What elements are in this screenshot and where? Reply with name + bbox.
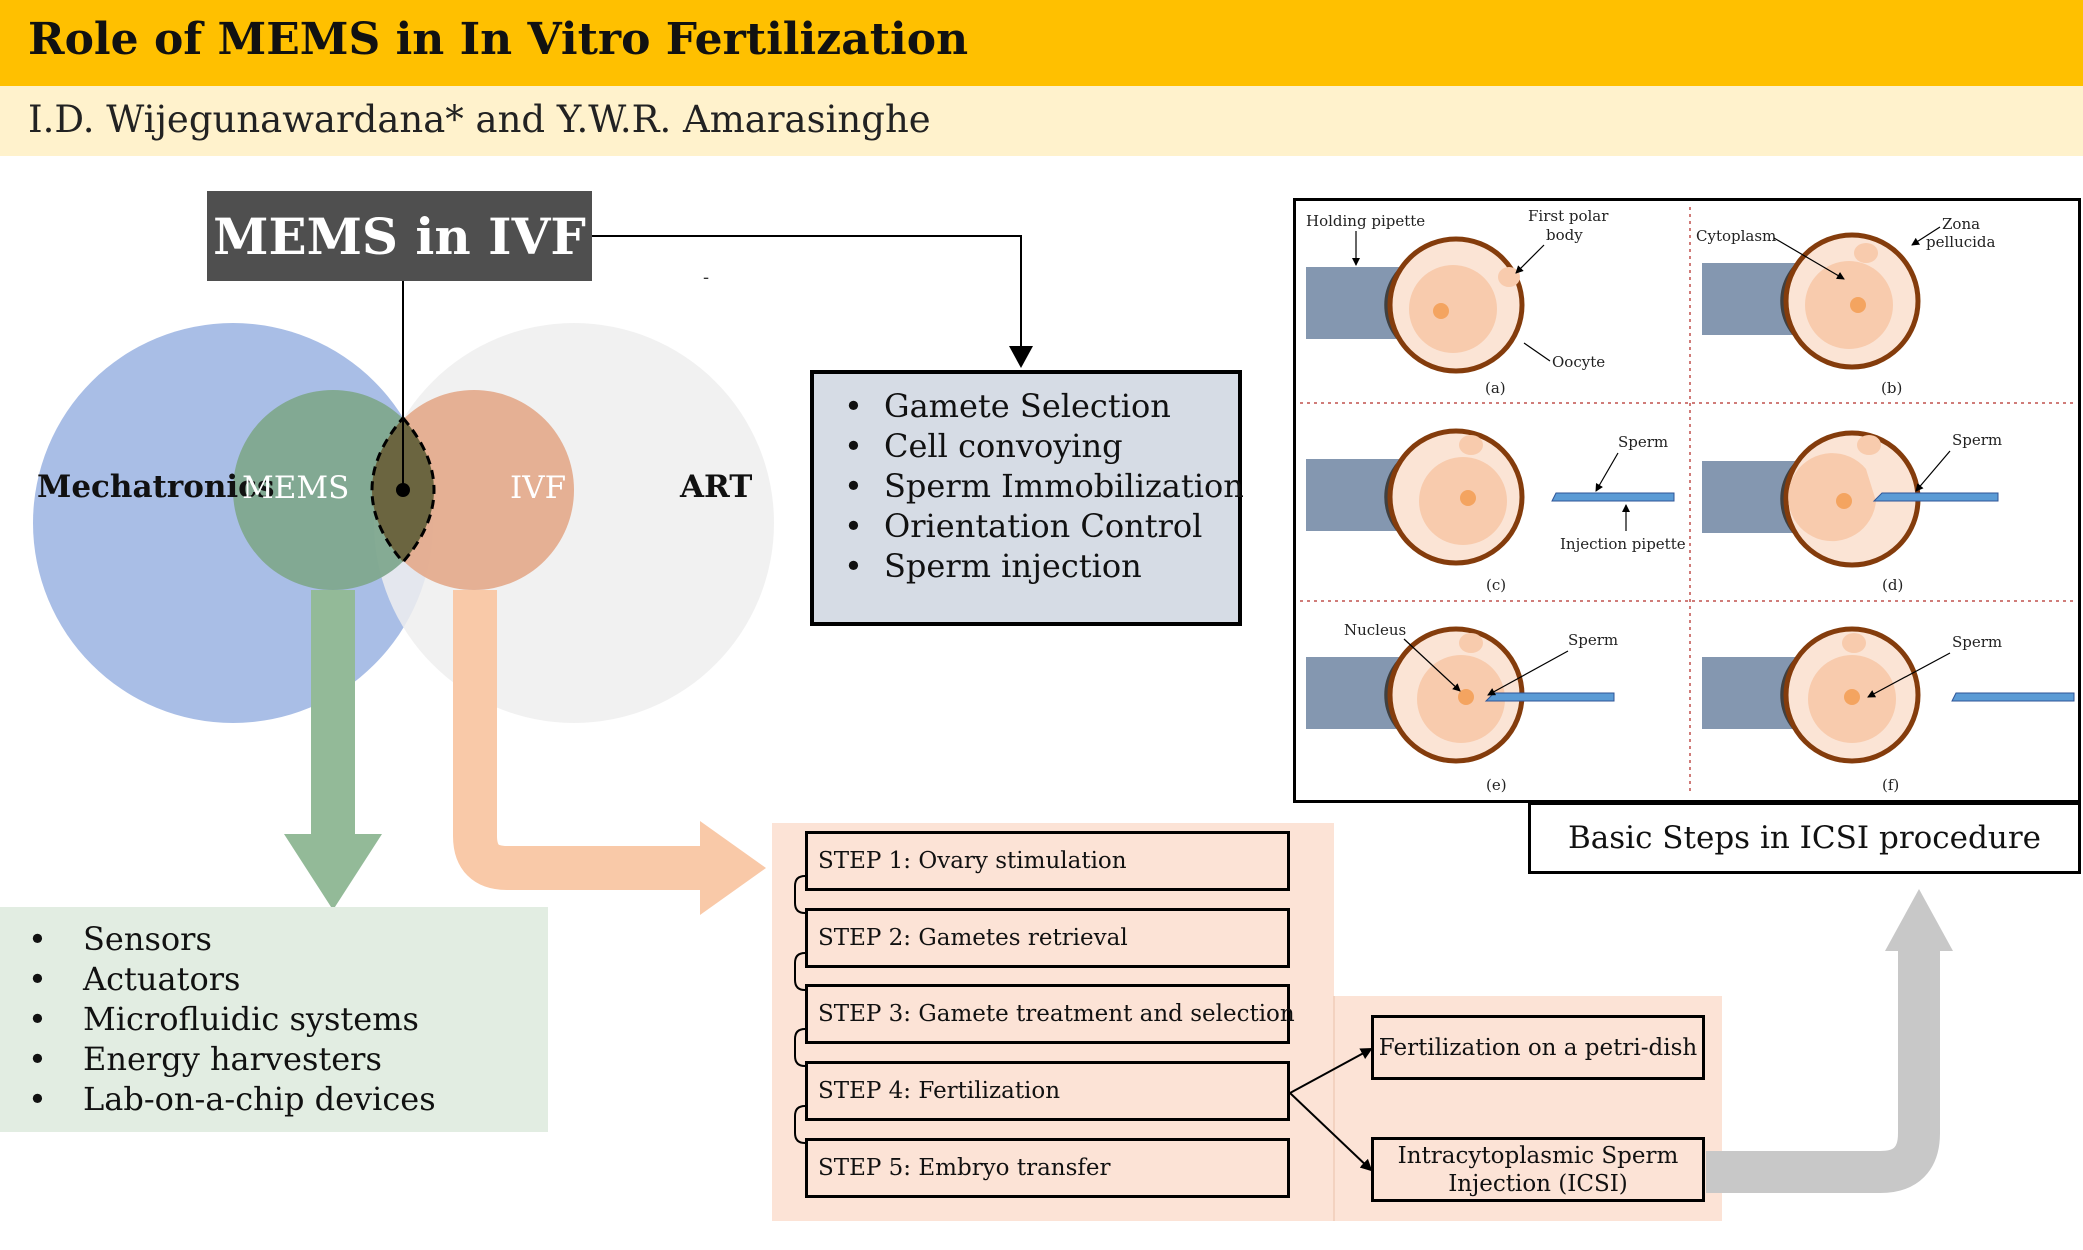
ivf-label: IVF [510, 470, 567, 506]
panel-label-d: (d) [1882, 576, 1903, 594]
panel-label-b: (b) [1881, 379, 1902, 397]
orange-curved-arrow [453, 590, 705, 890]
annotation-sperm-e: Sperm [1568, 631, 1618, 649]
title-bar: Role of MEMS in In Vitro Fertilization [0, 0, 2083, 86]
mems-roles-list: Gamete Selection Cell convoying Sperm Im… [814, 386, 1244, 586]
panel-label-e: (e) [1486, 776, 1507, 794]
list-item: Actuators [0, 959, 548, 999]
orange-arrow-head [700, 821, 766, 915]
icsi-panel-c [1306, 428, 1675, 566]
annotation-zona-pellucida: pellucida [1926, 233, 1996, 251]
annotation-cytoplasm: Cytoplasm [1696, 227, 1776, 245]
ivf-step-3: STEP 3: Gamete treatment and selection [805, 984, 1295, 1044]
icsi-panel-d [1702, 430, 1999, 568]
annotation-holding-pipette: Holding pipette [1306, 212, 1425, 230]
annotation-nucleus: Nucleus [1344, 621, 1406, 639]
mems-circle [233, 390, 433, 590]
petri-dish-box: Fertilization on a petri-dish [1371, 1015, 1705, 1080]
mems-in-ivf-badge: MEMS in IVF [207, 191, 592, 281]
icsi-panel-f [1702, 626, 2075, 764]
list-item: Sperm injection [814, 546, 1238, 586]
green-arrow-head [284, 834, 382, 910]
badge-to-roles-arrowhead [1009, 346, 1033, 368]
icsi-arrow [1289, 1092, 1373, 1172]
ivf-circle [374, 390, 574, 590]
annotation-zona: Zona [1942, 215, 1980, 233]
list-item: Lab-on-a-chip devices [0, 1079, 548, 1119]
badge-to-roles-connector [592, 235, 1022, 356]
step-connectors [794, 875, 806, 1144]
icsi-panel-a [1306, 236, 1525, 374]
list-item: Microfluidic systems [0, 999, 548, 1039]
icsi-figure: Holding pipette First polar body Oocyte … [1293, 198, 2081, 803]
annotation-injection-pipette: Injection pipette [1560, 535, 1686, 553]
ivf-step-2: STEP 2: Gametes retrieval [805, 908, 1290, 968]
grey-curved-arrow [1706, 946, 1940, 1193]
list-item: Orientation Control [814, 506, 1238, 546]
icsi-panel-e [1306, 626, 1615, 764]
author-bar: I.D. Wijegunawardana* and Y.W.R. Amarasi… [0, 86, 2083, 156]
petri-arrow [1289, 1048, 1373, 1094]
ivf-step-1: STEP 1: Ovary stimulation [805, 831, 1290, 891]
icsi-panel-b [1702, 232, 1921, 370]
annotation-sperm-f: Sperm [1952, 633, 2002, 651]
list-item: Gamete Selection [814, 386, 1238, 426]
panel-label-f: (f) [1882, 776, 1899, 794]
page-title: Role of MEMS in In Vitro Fertilization [28, 14, 969, 65]
list-item: Cell convoying [814, 426, 1238, 466]
art-label: ART [680, 469, 753, 505]
green-arrow-shaft [311, 590, 355, 842]
ivf-step-5: STEP 5: Embryo transfer [805, 1138, 1290, 1198]
annotation-first-polar-body: body [1546, 226, 1583, 244]
mems-roles-box: Gamete Selection Cell convoying Sperm Im… [810, 370, 1244, 626]
mems-label: MEMS [242, 470, 350, 506]
small-dash: - [703, 267, 709, 288]
mechatronics-label: Mechatronics [37, 469, 275, 505]
icsi-caption: Basic Steps in ICSI procedure [1528, 802, 2081, 874]
panel-label-c: (c) [1486, 576, 1506, 594]
authors: I.D. Wijegunawardana* and Y.W.R. Amarasi… [28, 98, 931, 141]
annotation-first-polar: First polar [1528, 207, 1609, 225]
mems-applications-box: Sensors Actuators Microfluidic systems E… [0, 907, 548, 1132]
icsi-figure-svg: Holding pipette First polar body Oocyte … [1300, 207, 2075, 795]
list-item: Sensors [0, 919, 548, 959]
annotation-oocyte: Oocyte [1552, 353, 1605, 371]
annotation-sperm-d: Sperm [1952, 431, 2002, 449]
list-item: Sperm Immobilization [814, 466, 1244, 506]
panel-label-a: (a) [1485, 379, 1506, 397]
icsi-box: Intracytoplasmic Sperm Injection (ICSI) [1371, 1137, 1705, 1202]
grey-arrow-head [1885, 889, 1953, 951]
list-item: Energy harvesters [0, 1039, 548, 1079]
ivf-step-4: STEP 4: Fertilization [805, 1061, 1290, 1121]
annotation-sperm-c: Sperm [1618, 433, 1668, 451]
mems-applications-list: Sensors Actuators Microfluidic systems E… [0, 907, 548, 1119]
